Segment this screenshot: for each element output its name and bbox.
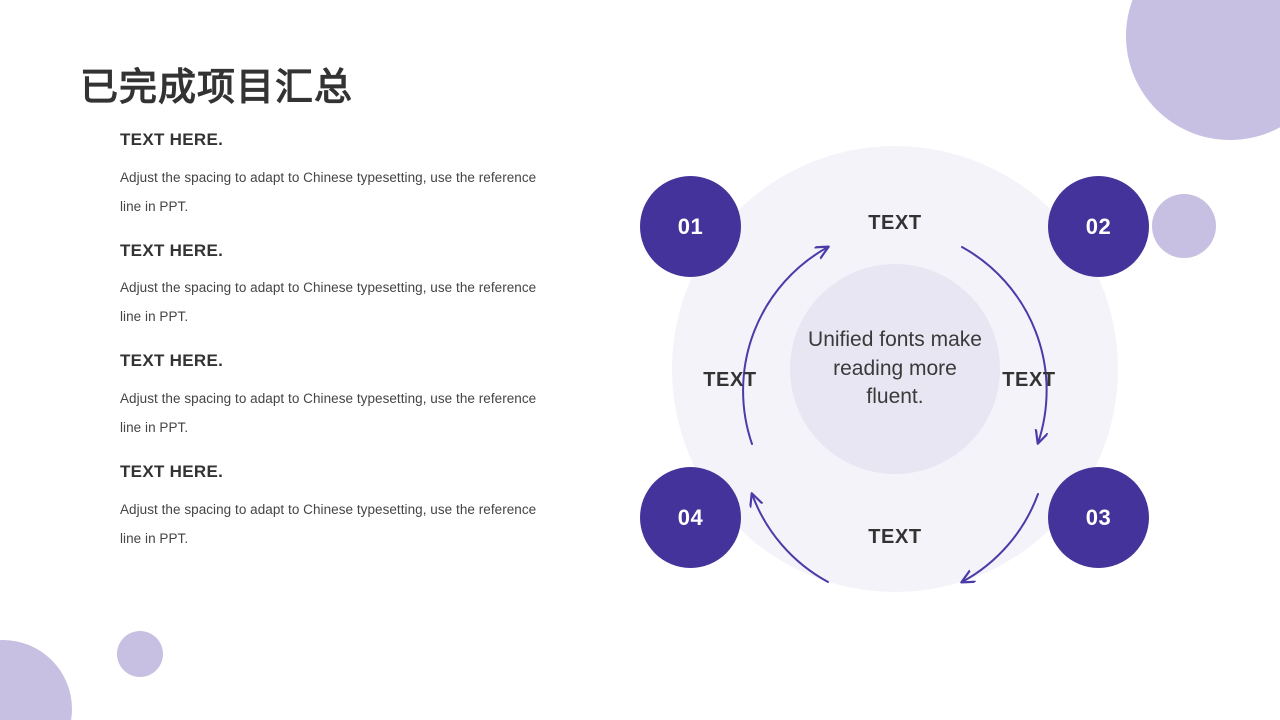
spoke-label-bottom: TEXT <box>868 526 922 548</box>
text-block-body: Adjust the spacing to adapt to Chinese t… <box>120 169 537 214</box>
decorative-circle-top-right <box>1126 0 1280 140</box>
spoke-label-top: TEXT <box>868 212 922 234</box>
arrow-right-to-bottom <box>962 493 1039 582</box>
diagram-arrow-layer <box>742 130 1200 610</box>
page-title: 已完成项目汇总 <box>80 67 354 109</box>
text-block-heading: TEXT HERE. <box>120 130 224 149</box>
text-block-body: Adjust the spacing to adapt to Chinese t… <box>120 280 537 325</box>
left-text-column: TEXT HERE. Adjust the spacing to adapt t… <box>120 130 545 553</box>
cycle-diagram: Unified fonts make reading more fluent. … <box>600 130 1200 610</box>
spoke-label-right: TEXT <box>1002 369 1056 391</box>
text-block: TEXT HERE. Adjust the spacing to adapt t… <box>120 352 545 442</box>
arrow-left-to-top <box>742 247 828 445</box>
decorative-circle-bottom-left-small <box>117 631 163 677</box>
arrow-bottom-to-left <box>752 494 829 583</box>
text-block: TEXT HERE. Adjust the spacing to adapt t… <box>120 130 545 221</box>
text-block: TEXT HERE. Adjust the spacing to adapt t… <box>120 462 545 553</box>
text-block-heading: TEXT HERE. <box>120 240 224 260</box>
text-block-heading: TEXT HERE. <box>120 351 224 371</box>
node-circle-02[interactable]: 02 <box>1048 176 1149 277</box>
diagram-center-text: Unified fonts make reading more fluent. <box>808 327 982 409</box>
decorative-circle-bottom-left-large <box>0 640 72 720</box>
node-circle-01[interactable]: 01 <box>640 176 741 277</box>
text-block: TEXT HERE. Adjust the spacing to adapt t… <box>120 240 545 332</box>
diagram-inner-ring <box>790 264 1000 474</box>
node-circle-03[interactable]: 03 <box>1048 467 1149 568</box>
text-block-body: Adjust the spacing to adapt to Chinese t… <box>120 501 537 546</box>
node-circle-04[interactable]: 04 <box>640 467 741 568</box>
spoke-label-left: TEXT <box>703 369 757 391</box>
text-block-heading: TEXT HERE. <box>120 462 224 482</box>
arrow-top-to-right <box>961 246 1047 443</box>
text-block-body: Adjust the spacing to adapt to Chinese t… <box>120 391 537 436</box>
